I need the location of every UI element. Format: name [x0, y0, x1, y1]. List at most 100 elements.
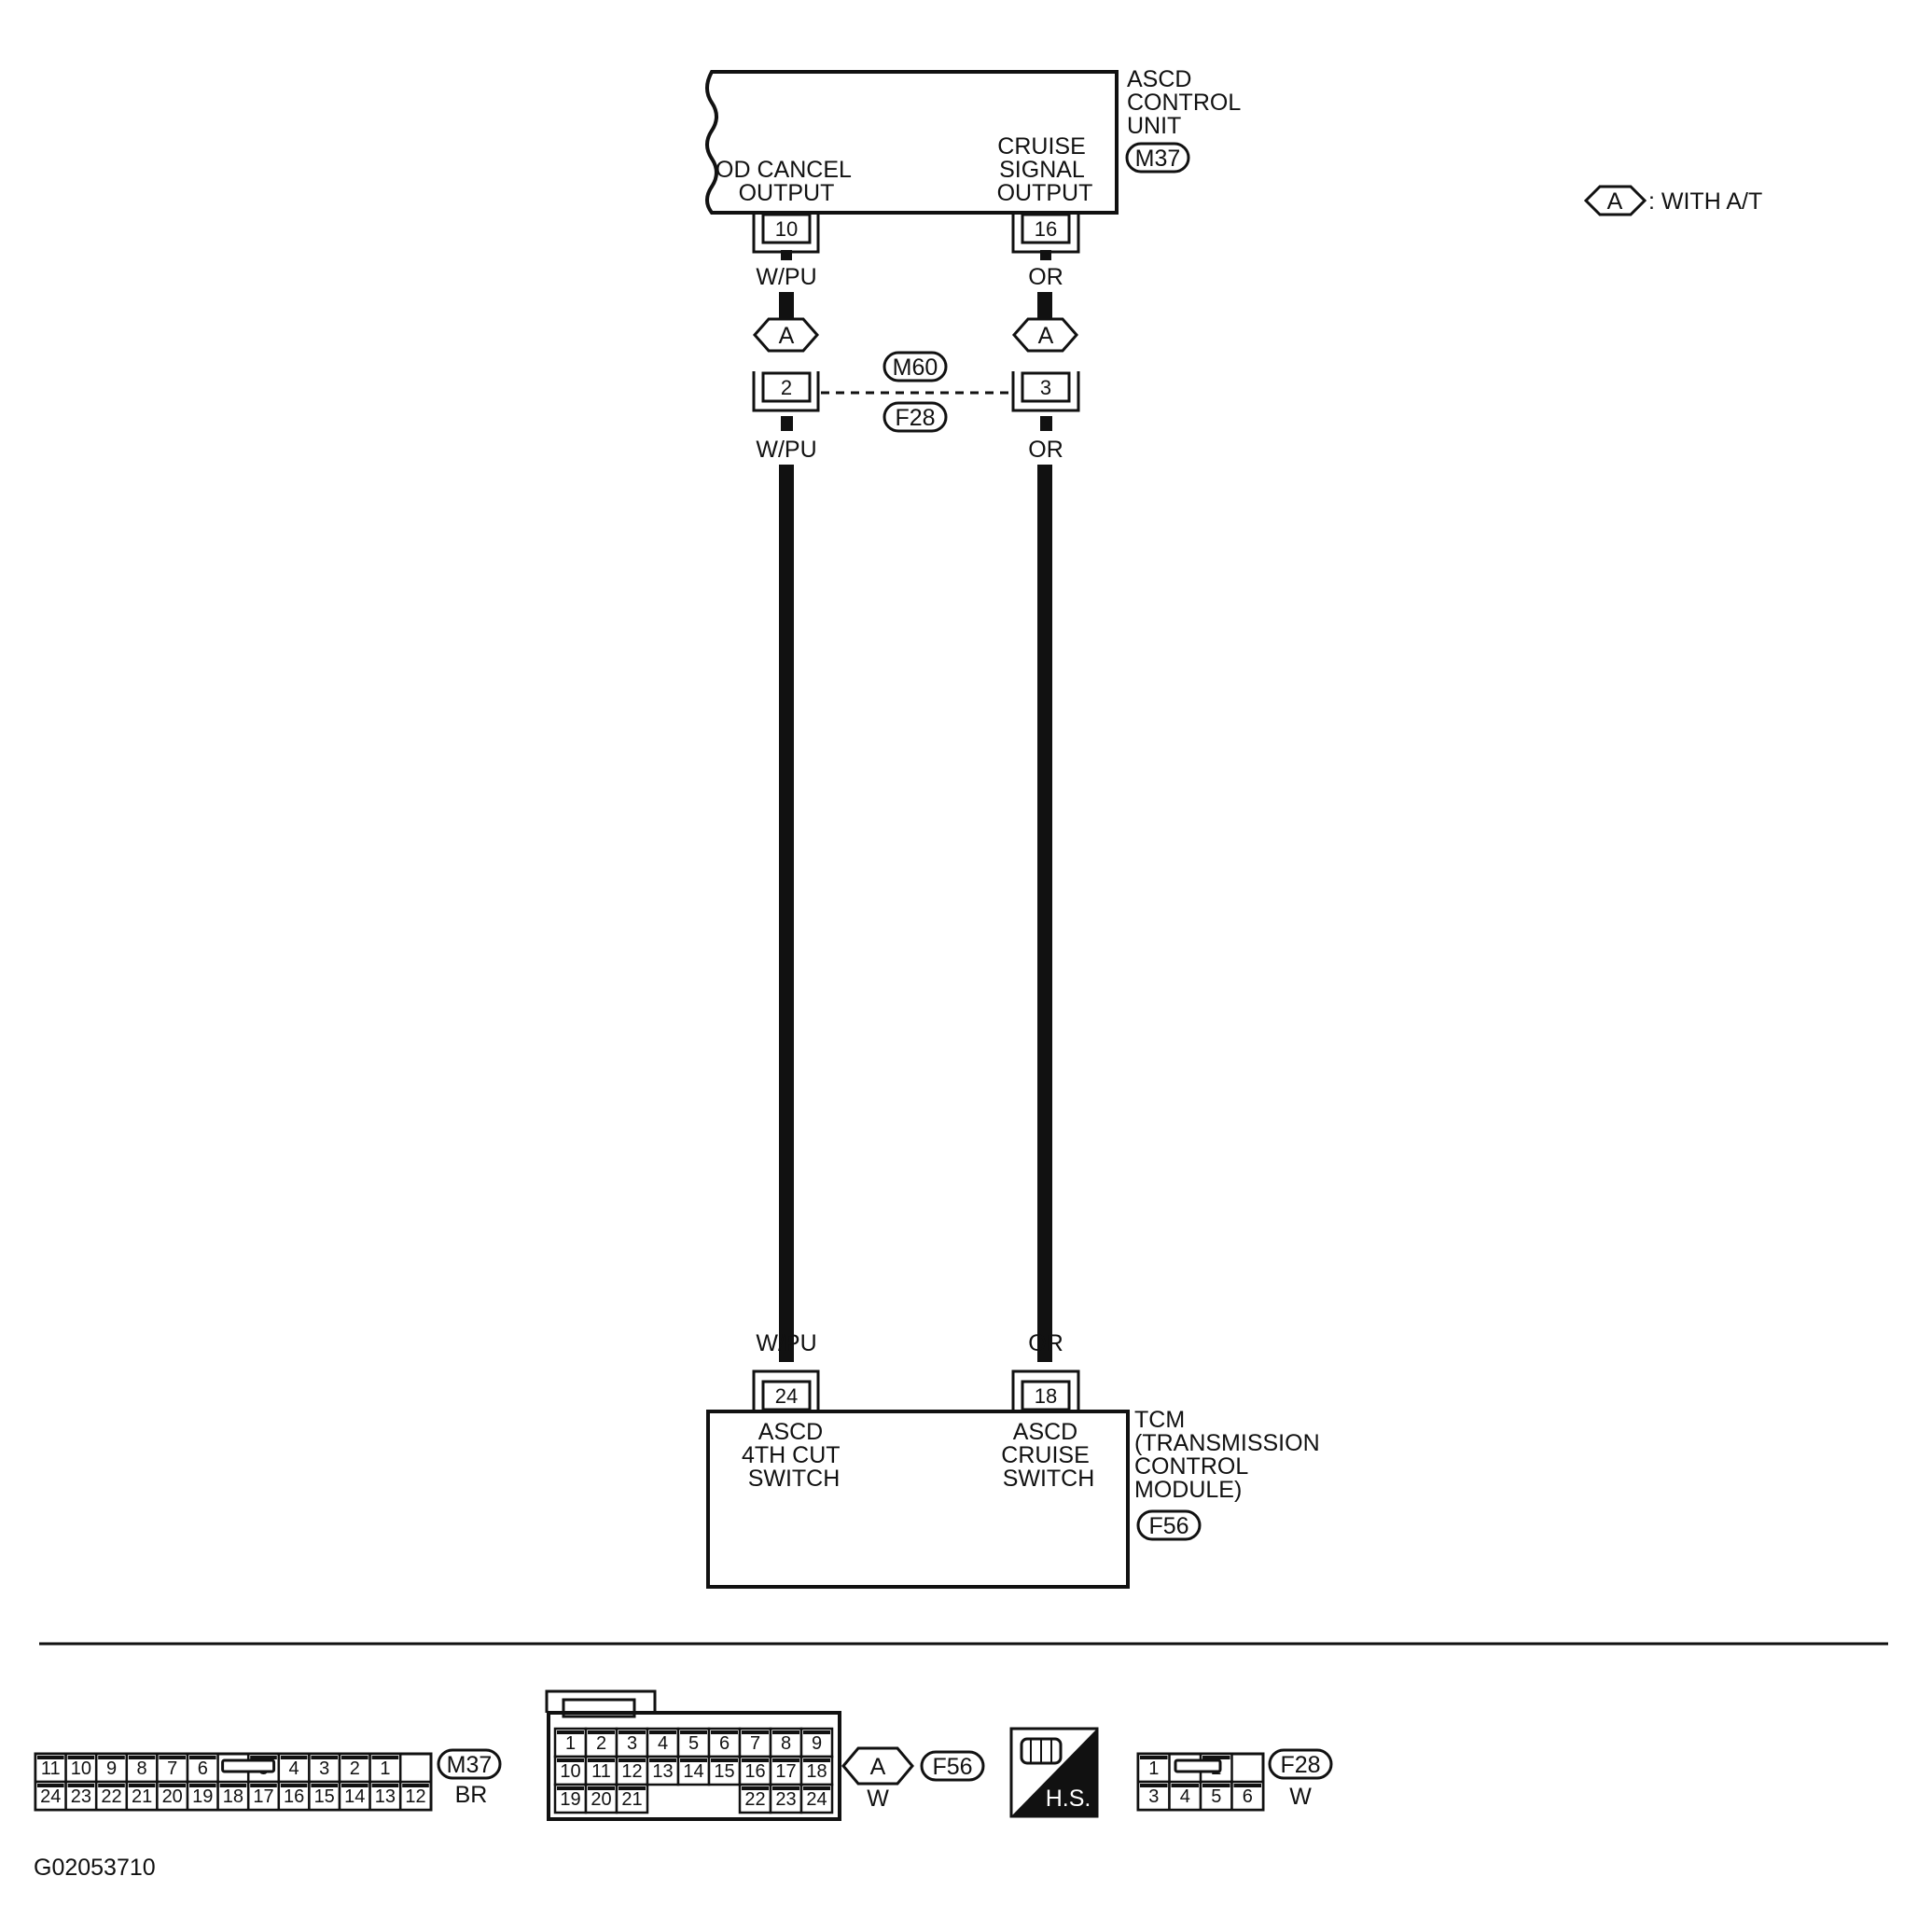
legend-marker: [1583, 185, 1647, 216]
cavity-number: 6: [719, 1733, 730, 1754]
cavity-number: 22: [101, 1786, 121, 1807]
m37-id: M37: [447, 1752, 493, 1778]
cavity-number: 3: [627, 1733, 637, 1754]
junction-connector: 2 3 M60 F28: [752, 351, 1080, 433]
od-cancel-output-label: OD CANCEL OUTPUT: [716, 157, 857, 206]
cavity-number: 8: [781, 1733, 791, 1754]
cavity-number: 12: [621, 1761, 642, 1782]
wire-color-left-top: W/PU: [756, 264, 816, 290]
junction-connector-bottom-badge: [883, 401, 948, 433]
hand-icon: [1020, 1737, 1063, 1765]
pin-number: 3: [1040, 376, 1051, 399]
cavity-number: 5: [688, 1733, 699, 1754]
cavity-number: 9: [106, 1758, 117, 1779]
svg-text:A: A: [779, 323, 795, 349]
cavity-number: 22: [744, 1789, 765, 1810]
ascd-connector-badge: [1125, 142, 1190, 174]
f28-color: W: [1289, 1784, 1312, 1810]
cavity-number: 4: [289, 1758, 299, 1779]
legend: A : WITH A/T: [1583, 185, 1762, 216]
cavity-number: 20: [591, 1789, 611, 1810]
cavity-number: 24: [806, 1789, 827, 1810]
hs-label: H.S.: [1046, 1786, 1091, 1812]
f56-marker-symbol: A: [870, 1754, 886, 1780]
f28-badge: [1268, 1748, 1333, 1780]
tcm-connector-badge: [1136, 1509, 1202, 1541]
tcm-title: TCM (TRANSMISSION CONTROL MODULE): [1134, 1407, 1327, 1503]
cavity-number: 11: [591, 1761, 611, 1782]
cavity-number: 19: [560, 1789, 580, 1810]
f56-option-marker: [841, 1746, 914, 1786]
connector-view-m37: 111098765432124232221201918171615141312: [34, 1752, 433, 1812]
tcm-right-pin-label: ASCD CRUISE SWITCH: [1001, 1419, 1095, 1492]
cavity-number: 17: [253, 1786, 273, 1807]
cavity-number: 15: [714, 1761, 734, 1782]
cavity-number: 11: [41, 1758, 61, 1779]
cavity-number: 2: [350, 1758, 360, 1779]
tcm-connector-id: F56: [1148, 1513, 1188, 1539]
cavity-number: 9: [812, 1733, 822, 1754]
cavity-number: 13: [375, 1786, 396, 1807]
junction-connector-top-badge: [883, 351, 948, 382]
cavity-number: 5: [1211, 1786, 1221, 1807]
cavity-number: 23: [71, 1786, 91, 1807]
svg-text:A: A: [1038, 323, 1054, 349]
legend-text: : WITH A/T: [1648, 188, 1762, 215]
cavity-number: 6: [1243, 1786, 1253, 1807]
connector-view-f28-labels: F28 W: [1268, 1748, 1333, 1810]
option-marker-left: A: [752, 317, 820, 353]
cavity-number: 19: [192, 1786, 213, 1807]
cavity-number: 7: [750, 1733, 760, 1754]
cavity-number: 18: [223, 1786, 243, 1807]
pin-socket-10: 10: [752, 213, 820, 254]
pin-number: 16: [1035, 217, 1057, 241]
ascd-unit-title: ASCD CONTROL UNIT: [1127, 66, 1246, 139]
cavity-number: 14: [344, 1786, 365, 1807]
cavity-number: 14: [683, 1761, 703, 1782]
cavity-number: 13: [652, 1761, 673, 1782]
cavity-number: 2: [596, 1733, 606, 1754]
pin-socket-16: 16: [1011, 213, 1080, 254]
tcm-box: 24 18 ASCD 4TH CUT SWITCH ASCD CRUISE SW…: [706, 1369, 1327, 1589]
tcm-left-pin-label: ASCD 4TH CUT SWITCH: [742, 1419, 846, 1492]
cavity-number: 7: [167, 1758, 177, 1779]
connector-view-f56-labels: A W F56: [841, 1746, 985, 1812]
pin-number: 2: [781, 376, 792, 399]
cavity-number: 12: [405, 1786, 425, 1807]
cavity-number: 16: [744, 1761, 765, 1782]
f56-badge: [920, 1750, 985, 1782]
cavity-number: 15: [314, 1786, 335, 1807]
junction-connector-top-id: M60: [893, 354, 938, 381]
cavity-number: 1: [380, 1758, 390, 1779]
wire-color-left-bottom: W/PU: [756, 1330, 816, 1356]
f28-id: F28: [1280, 1752, 1320, 1778]
connector-view-m37-labels: M37 BR: [437, 1748, 502, 1808]
ascd-control-unit: OD CANCEL OUTPUT CRUISE SIGNAL OUTPUT AS…: [705, 66, 1246, 215]
cavity-number: 1: [565, 1733, 576, 1754]
cavity-number: 6: [198, 1758, 208, 1779]
cavity-number: 10: [71, 1758, 91, 1779]
f56-color: W: [867, 1786, 889, 1812]
wire-color-right-mid: OR: [1028, 437, 1063, 463]
option-marker-right: A: [1011, 317, 1079, 353]
f56-id: F56: [932, 1754, 972, 1780]
cavity-number: 16: [284, 1786, 304, 1807]
cavity-number: 23: [775, 1789, 796, 1810]
figure-id: G02053710: [34, 1855, 156, 1881]
wire-right: [1037, 250, 1052, 1362]
cavity-number: 21: [132, 1786, 152, 1807]
cavity-number: 18: [806, 1761, 827, 1782]
wire-color-right-bottom: OR: [1028, 1330, 1063, 1356]
junction-connector-bottom-id: F28: [895, 405, 935, 431]
cavity-number: 3: [1148, 1786, 1159, 1807]
wire-color-right-top: OR: [1028, 264, 1063, 290]
pin-number: 18: [1035, 1384, 1057, 1408]
cruise-signal-output-label: CRUISE SIGNAL OUTPUT: [997, 133, 1093, 206]
cavity-number: 24: [40, 1786, 61, 1807]
wire-left: [779, 250, 794, 1362]
cavity-number: 21: [621, 1789, 642, 1810]
wire-color-left-mid: W/PU: [756, 437, 816, 463]
